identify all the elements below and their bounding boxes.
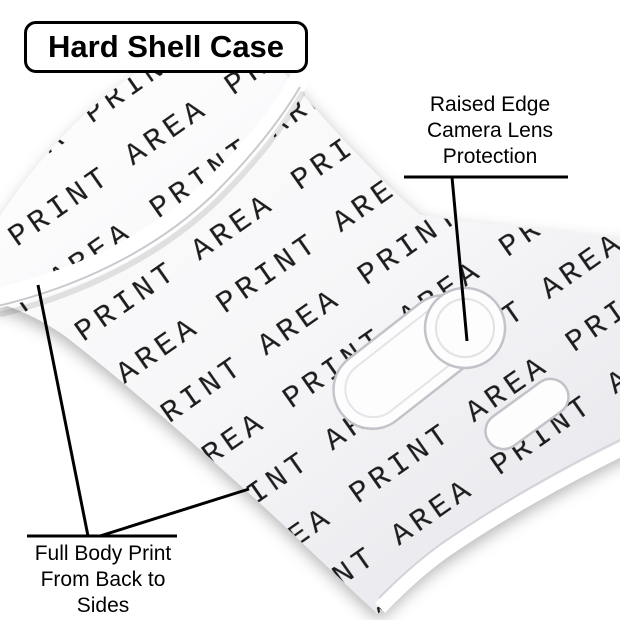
annotation-full-body-print: Full Body Print From Back to Sides (14, 541, 192, 619)
annotation-line: Sides (76, 594, 130, 618)
case-bottom-seamline (378, 438, 620, 599)
case-rim-highlight (0, 72, 308, 308)
title-badge: Hard Shell Case (24, 21, 309, 73)
annotation-line: Raised Edge (429, 93, 551, 116)
camera-cutout (332, 286, 507, 430)
flash-sensor-hole (484, 377, 570, 451)
case-bottom-rim (374, 438, 620, 613)
annotation-line: Full Body Print (34, 542, 172, 565)
annotation-line: From Back to (40, 568, 166, 592)
annotation-line: Protection (442, 145, 538, 169)
side-cutout (484, 377, 570, 451)
annotation-camera-protection: Raised Edge Camera Lens Protection (392, 92, 588, 170)
case-bottom-highlight (374, 442, 620, 613)
annotation-line: Camera Lens (426, 119, 554, 143)
case-body (0, 37, 620, 614)
case-print-pattern (0, 37, 620, 614)
title-badge-label: Hard Shell Case (48, 29, 285, 64)
